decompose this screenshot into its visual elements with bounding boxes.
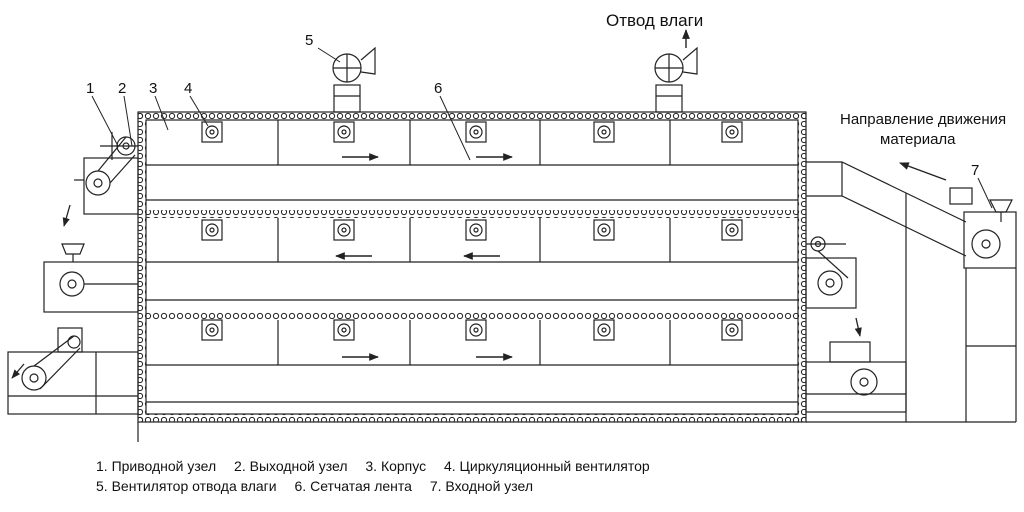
- legend-row-1: 1. Приводной узел 2. Выходной узел 3. Ко…: [96, 456, 664, 476]
- legend-item: 1. Приводной узел: [96, 458, 217, 474]
- moisture-fan-1: [332, 46, 376, 113]
- material-direction-arrow: [899, 162, 947, 181]
- direction-label-line2: материала: [880, 131, 956, 148]
- housing-inner: [145, 119, 799, 415]
- moisture-outlet-label: Отвод влаги: [606, 11, 703, 30]
- housing-frame: [137, 111, 807, 423]
- callout-leaders: [91, 47, 993, 209]
- legend-item: 5. Вентилятор отвода влаги: [96, 478, 277, 494]
- drop-arrow-2: [854, 317, 862, 337]
- housing-right-wall: [798, 112, 806, 422]
- housing-bottom-wall: [138, 414, 806, 422]
- legend: 1. Приводной узел 2. Выходной узел 3. Ко…: [96, 456, 664, 496]
- callout-numbers: 1 2 3 4 5 6 7: [86, 32, 979, 179]
- belt-flow-arrows: [335, 153, 513, 361]
- callout-1: 1: [86, 80, 94, 97]
- moisture-fan-2: [654, 46, 698, 113]
- tier-divider-2: [146, 312, 798, 320]
- drive-unit: [74, 132, 139, 215]
- callout-5: 5: [305, 32, 313, 49]
- direction-label-line1: Направление движения: [840, 111, 1006, 128]
- callout-4: 4: [184, 80, 192, 97]
- housing-top-wall: [138, 112, 806, 120]
- inlet-conveyor: [806, 161, 1017, 423]
- circulation-fans: [201, 121, 743, 341]
- housing-left-wall: [138, 112, 146, 422]
- callout-7: 7: [971, 162, 979, 179]
- transfer-unit-left: [43, 243, 139, 313]
- callout-6: 6: [434, 80, 442, 97]
- transfer-unit-right: [805, 236, 857, 309]
- legend-item: 6. Сетчатая лента: [294, 478, 412, 494]
- section-dividers: [277, 120, 671, 365]
- callout-3: 3: [149, 80, 157, 97]
- mesh-belts: [146, 164, 798, 403]
- legend-row-2: 5. Вентилятор отвода влаги 6. Сетчатая л…: [96, 476, 664, 496]
- legend-item: 2. Выходной узел: [234, 458, 348, 474]
- feed-unit-lower: [805, 341, 907, 413]
- legend-item: 7. Входной узел: [429, 478, 534, 494]
- legend-item: 4. Циркуляционный вентилятор: [443, 458, 650, 474]
- discharge-arrow: [11, 363, 25, 379]
- output-unit: [7, 327, 139, 415]
- drop-arrow-1: [62, 204, 71, 227]
- legend-item: 3. Корпус: [365, 458, 427, 474]
- tier-divider-1: [146, 210, 798, 218]
- callout-2: 2: [118, 80, 126, 97]
